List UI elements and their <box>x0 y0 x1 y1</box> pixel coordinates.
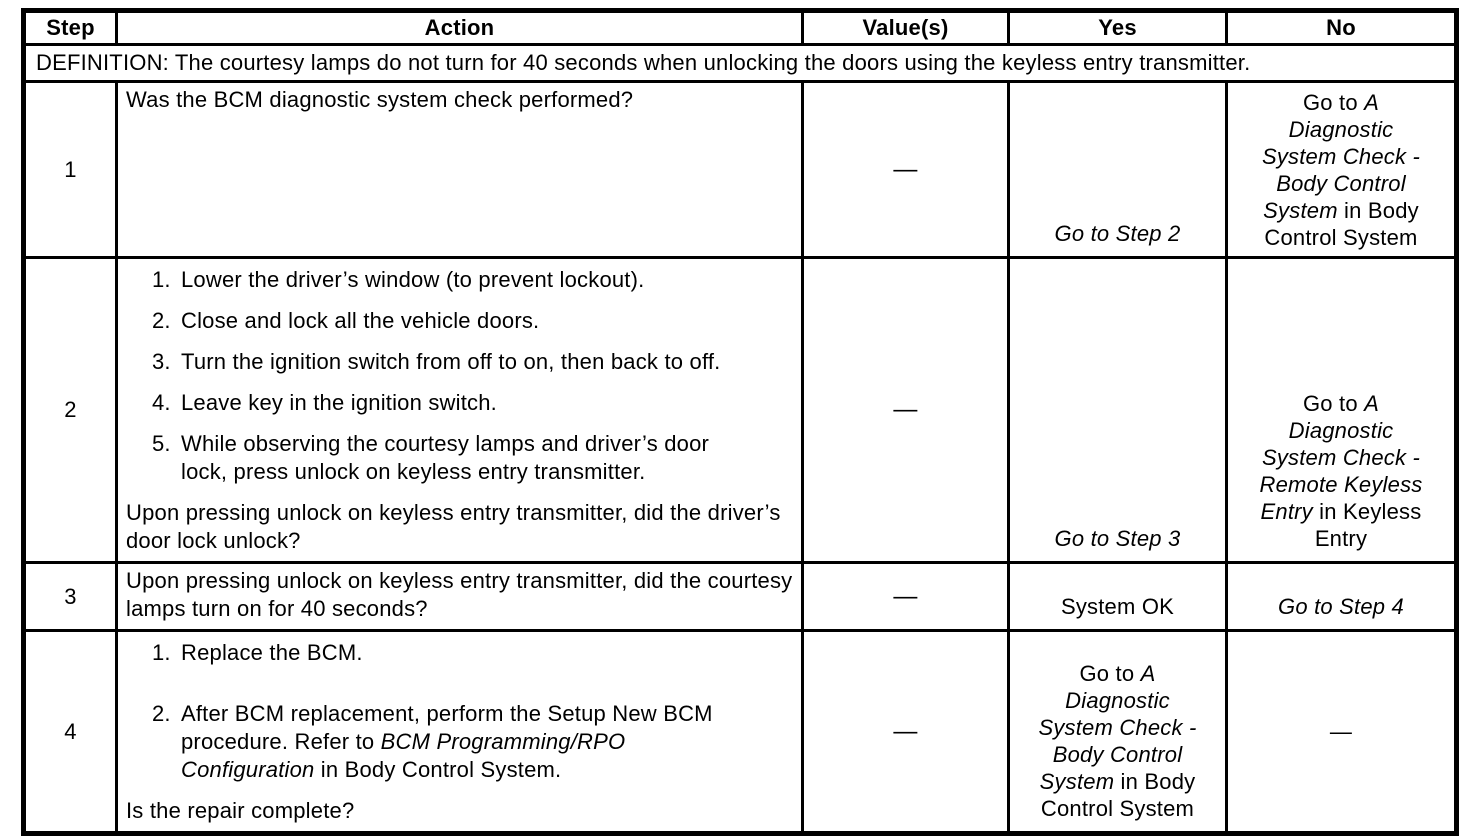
yes-reference: System OK <box>1060 594 1175 619</box>
action-cell: Upon pressing unlock on keyless entry tr… <box>115 561 804 632</box>
value-cell: — <box>801 561 1010 632</box>
value-cell: — <box>801 80 1010 259</box>
yes-cell: System OK <box>1007 561 1228 632</box>
action-question: Upon pressing unlock on keyless entry tr… <box>126 568 793 621</box>
col-header-values: Value(s) <box>801 9 1010 46</box>
action-step-item: Turn the ignition switch from off to on,… <box>177 348 731 376</box>
action-question: Was the BCM diagnostic system check perf… <box>126 87 634 112</box>
diagnostic-table: Step Action Value(s) Yes No DEFINITION: … <box>21 8 1459 836</box>
col-header-step: Step <box>22 9 118 46</box>
col-header-no: No <box>1225 9 1458 46</box>
value-cell: — <box>801 629 1010 835</box>
table-row-step-3: 3 Upon pressing unlock on keyless entry … <box>22 561 1458 632</box>
header-row: Step Action Value(s) Yes No <box>22 9 1458 46</box>
no-cell: Go to A Diagnostic System Check - Remote… <box>1225 256 1458 564</box>
step-number: 1 <box>22 80 118 259</box>
no-reference: — <box>1329 719 1353 744</box>
yes-reference: Go to A Diagnostic System Check - Body C… <box>1038 661 1197 821</box>
col-header-yes: Yes <box>1007 9 1228 46</box>
step-number: 2 <box>22 256 118 564</box>
action-step-item: While observing the courtesy lamps and d… <box>177 430 731 486</box>
table-row-step-2: 2 Lower the driver’s window (to prevent … <box>22 256 1458 564</box>
no-reference: Go to A Diagnostic System Check - Body C… <box>1261 89 1421 250</box>
action-step-list: Lower the driver’s window (to prevent lo… <box>126 266 793 486</box>
action-step-item: After BCM replacement, perform the Setup… <box>177 700 731 784</box>
action-question: Is the repair complete? <box>126 798 355 823</box>
step-number: 4 <box>22 629 118 835</box>
yes-reference: Go to Step 2 <box>1054 221 1181 246</box>
action-step-item: Replace the BCM. <box>177 639 731 667</box>
no-reference: Go to A Diagnostic System Check - Remote… <box>1259 391 1423 551</box>
no-cell: Go to A Diagnostic System Check - Body C… <box>1225 80 1458 259</box>
definition-row: DEFINITION: The courtesy lamps do not tu… <box>22 43 1458 83</box>
action-step-item: Close and lock all the vehicle doors. <box>177 307 731 335</box>
action-cell: Lower the driver’s window (to prevent lo… <box>115 256 804 564</box>
action-step-item: Leave key in the ignition switch. <box>177 389 731 417</box>
yes-cell: Go to Step 3 <box>1007 256 1228 564</box>
yes-reference: Go to Step 3 <box>1054 526 1181 551</box>
table-row-step-1: 1 Was the BCM diagnostic system check pe… <box>22 80 1458 259</box>
action-cell: Was the BCM diagnostic system check perf… <box>115 80 804 259</box>
definition-text: DEFINITION: The courtesy lamps do not tu… <box>22 43 1458 83</box>
action-step-item: Lower the driver’s window (to prevent lo… <box>177 266 731 294</box>
value-cell: — <box>801 256 1010 564</box>
step-number: 3 <box>22 561 118 632</box>
table-row-step-4: 4 Replace the BCM. After BCM replacement… <box>22 629 1458 835</box>
no-cell: — <box>1225 629 1458 835</box>
no-reference: Go to Step 4 <box>1278 594 1404 619</box>
yes-cell: Go to A Diagnostic System Check - Body C… <box>1007 629 1228 835</box>
action-step-list: Replace the BCM. After BCM replacement, … <box>126 639 793 784</box>
action-question: Upon pressing unlock on keyless entry tr… <box>126 500 781 553</box>
yes-cell: Go to Step 2 <box>1007 80 1228 259</box>
no-cell: Go to Step 4 <box>1225 561 1458 632</box>
action-cell: Replace the BCM. After BCM replacement, … <box>115 629 804 835</box>
col-header-action: Action <box>115 9 804 46</box>
